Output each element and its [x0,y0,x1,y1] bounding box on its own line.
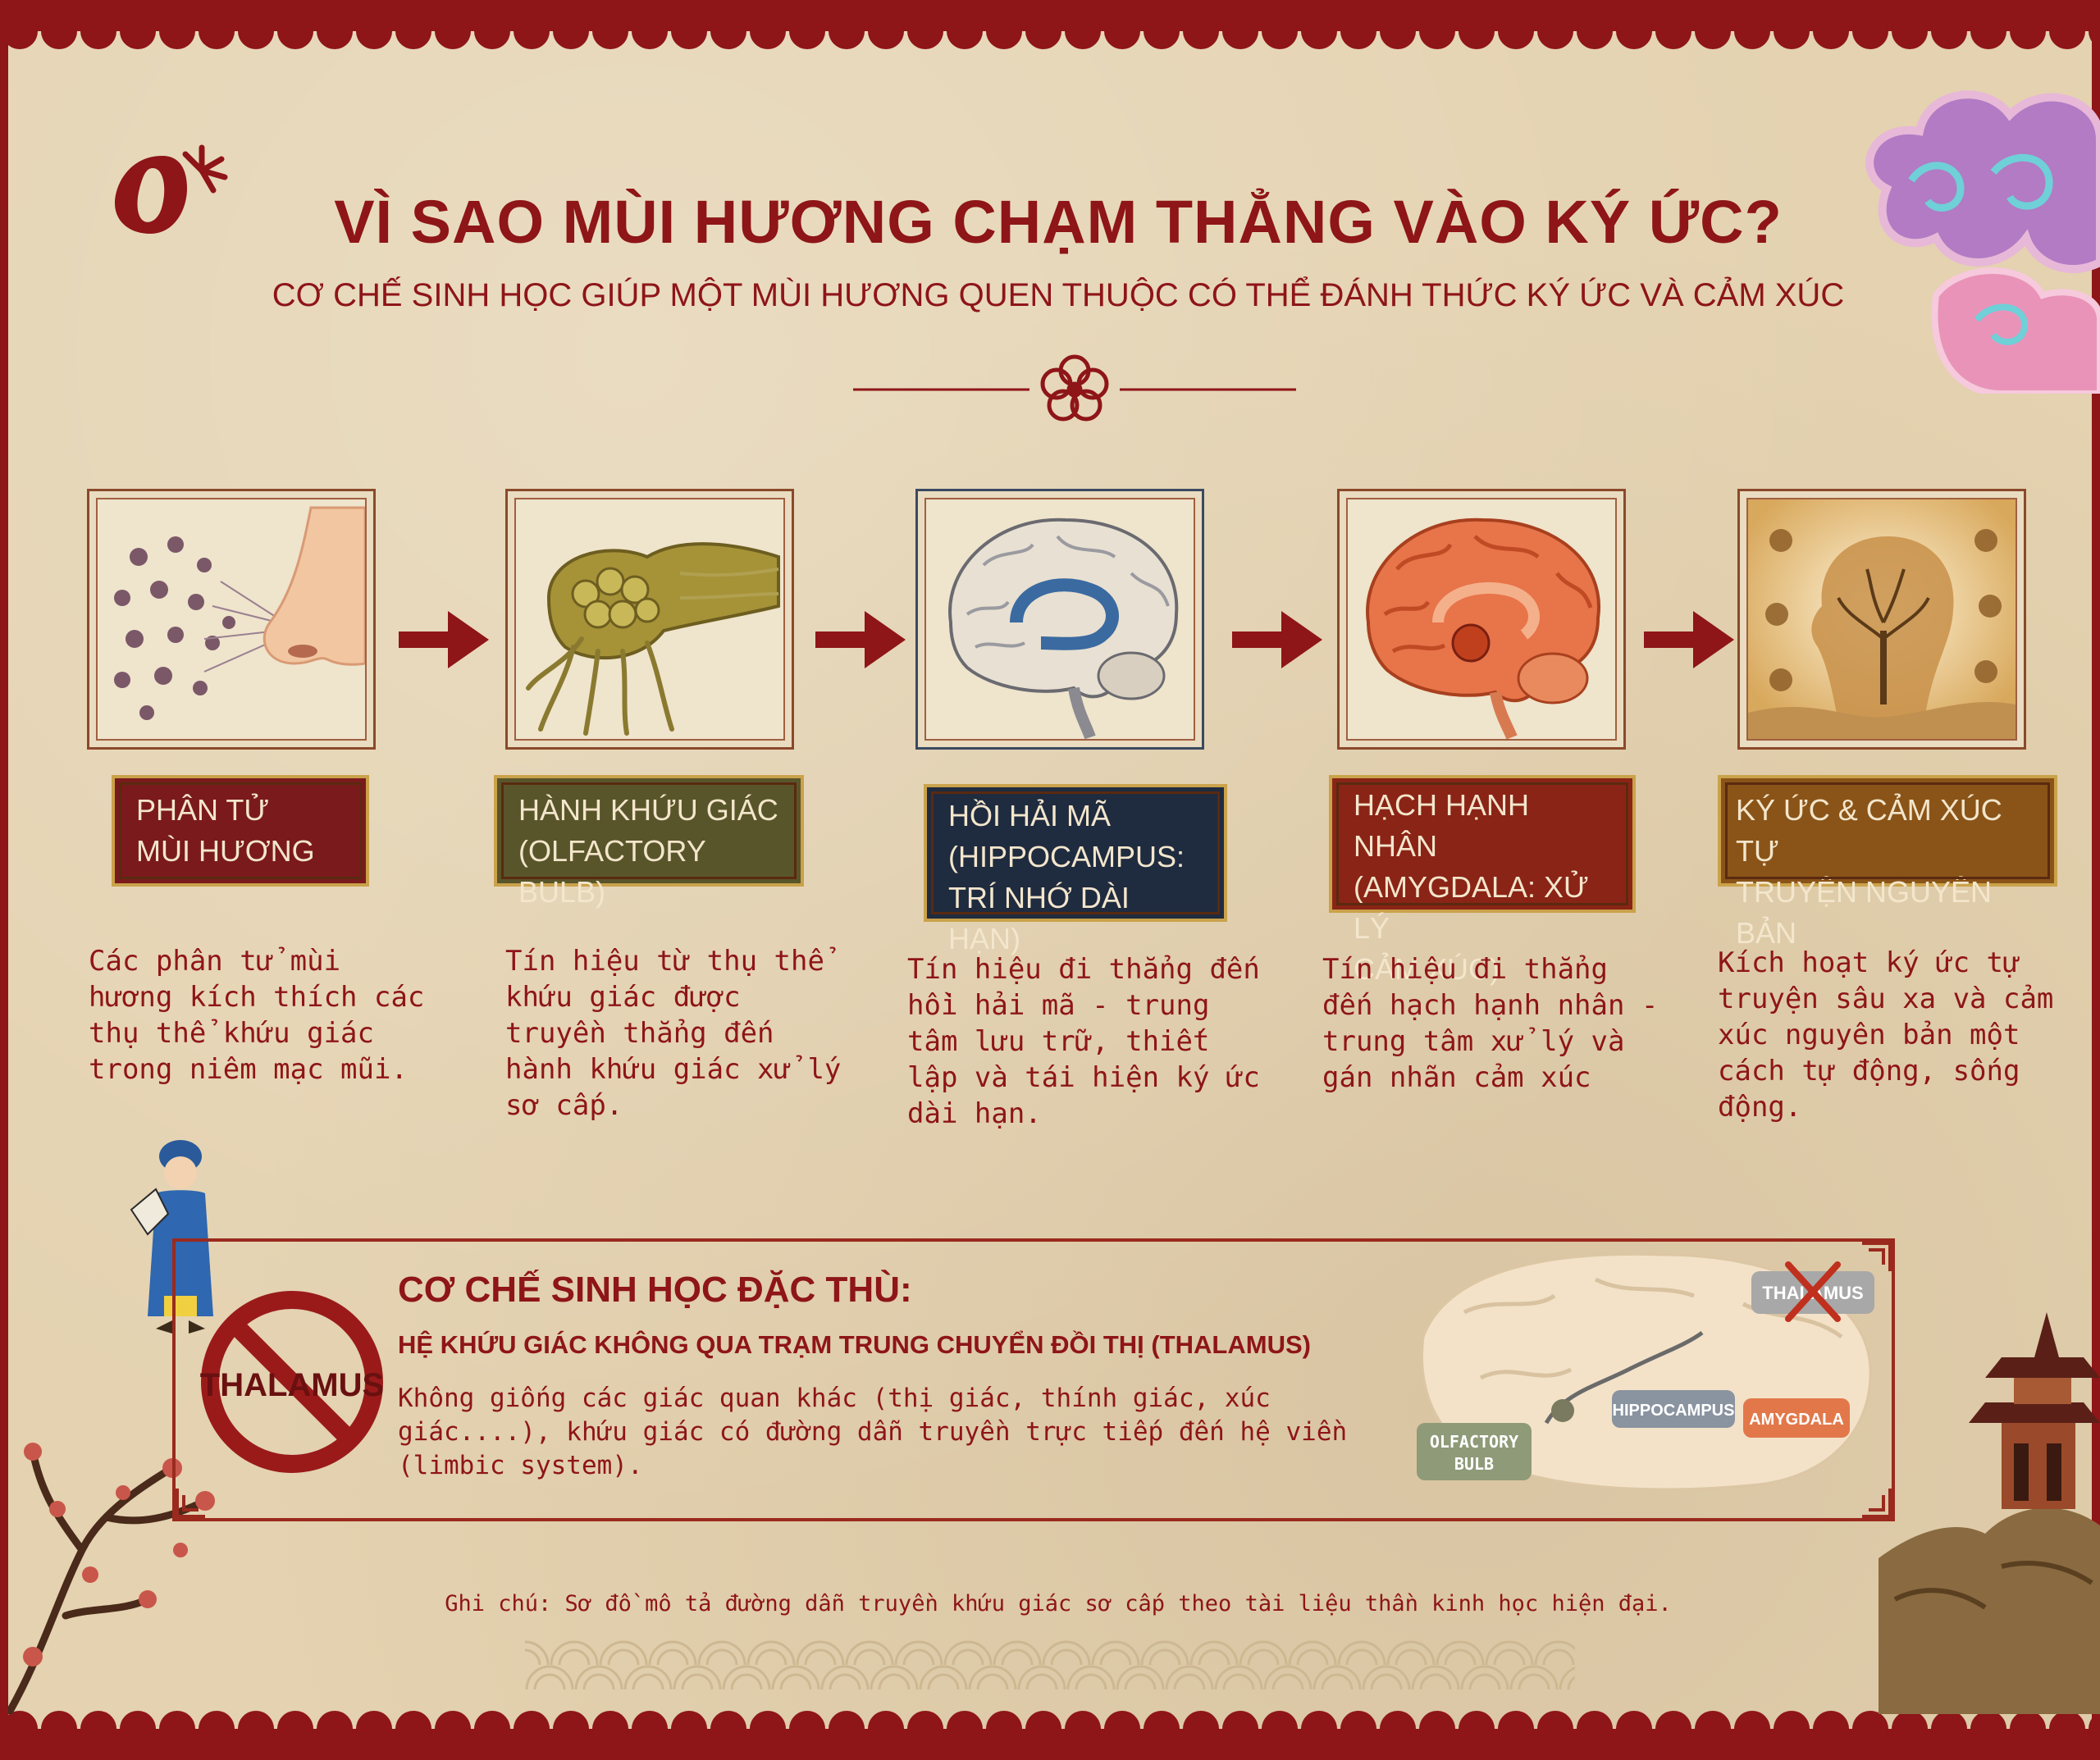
diagram-olfactory-label-line-1: OLFACTORY [1430,1432,1518,1452]
arrow-right-icon [1232,607,1322,673]
step-5-label-line-1: KÝ ỨC & CẢM XÚC TỰ [1736,793,2002,868]
step-2-label-line-1: HÀNH KHỨU GIÁC [518,793,778,827]
step-4-label-line-3: CẢM XÚC) [1354,952,1500,986]
arrow-right-icon [815,607,906,673]
page-title: VÌ SAO MÙI HƯƠNG CHẠM THẲNG VÀO KÝ ỨC? [334,188,1783,256]
flower-ornament-icon [853,354,1296,422]
step-2-label-line-2: (OLFACTORY BULB) [518,834,706,909]
step-5-image [1737,489,2026,750]
arrow-right-icon [399,607,489,673]
corner-ornament-icon [176,1489,205,1518]
logo-icon [115,144,228,234]
diagram-amygdala-label: AMYGDALA [1749,1411,1844,1429]
mechanism-box [172,1238,1895,1521]
top-border [0,0,2100,49]
footnote: Ghi chú: Sơ đồ mô tả đường dẫn truyền kh… [445,1591,1672,1616]
diagram-olfactory-label-line-2: BULB [1454,1454,1494,1474]
step-4-label-line-2: (AMYGDALA: XỬ LÝ [1354,870,1589,945]
scholar-figure-icon [130,1140,213,1334]
step-1-label-line-1: PHÂN TỬ [136,793,270,827]
step-1-label-line-2: MÙI HƯƠNG [136,834,315,868]
no-sign-label: THALAMUS [200,1367,384,1403]
page-subtitle: CƠ CHẾ SINH HỌC GIÚP MỘT MÙI HƯƠNG QUEN … [272,277,1845,313]
no-entry-icon: THALAMUS [200,1291,384,1473]
wave-pattern-decoration [525,1640,1575,1690]
memory-tree-head-icon [1748,499,2016,739]
cloud-decoration-icon [1865,90,2100,394]
step-2-label: HÀNH KHỨU GIÁC (OLFACTORY BULB) [494,775,804,909]
arrow-right-icon [1644,607,1734,673]
olfactory-bulb-icon [526,542,780,736]
step-2-description: Tín hiệu từ thụ thể khứu giác được truyề… [505,945,842,1122]
mechanism-subtitle: HỆ KHỨU GIÁC KHÔNG QUA TRẠM TRUNG CHUYỂN… [398,1330,1311,1359]
brain-amygdala-icon [1366,518,1601,739]
bottom-border [0,1711,2100,1760]
right-border [2092,0,2100,1760]
step-3-label-line-1: HỒI HẢI MÃ [948,799,1112,832]
corner-ornament-icon [1862,1489,1892,1518]
step-3-description: Tín hiệu đi thẳng đến hồi hải mã - trung… [907,953,1260,1130]
diagram-hippocampus-label: HIPPOCAMPUS [1613,1402,1735,1420]
mechanism-text: Không giống các giác quan khác (thị giác… [398,1384,1348,1480]
pagoda-decoration-icon [1879,1312,2100,1714]
step-5-label-line-2: TRUYỆN NGUYÊN BẢN [1736,875,1993,950]
step-3-label: HỒI HẢI MÃ (HIPPOCAMPUS: TRÍ NHỚ DÀI HẠN… [924,784,1227,955]
step-3-label-line-3: TRÍ NHỚ DÀI HẠN) [948,881,1130,955]
mechanism-title: CƠ CHẾ SINH HỌC ĐẶC THÙ: [398,1270,912,1310]
step-4-description: Tín hiệu đi thẳng đến hạch hạnh nhân - t… [1322,953,1659,1094]
left-border [0,0,8,1760]
cross-mark-icon [1785,1261,1841,1322]
step-5-description: Kích hoạt ký ức tự truyện sâu xa và cảm … [1718,946,2054,1124]
step-2-image [505,489,794,750]
step-3-label-line-2: (HIPPOCAMPUS: [948,840,1185,873]
brain-pathway-diagram: THALAMUS HIPPOCAMPUS AMYGDALA OLFACTORY … [1417,1252,1874,1491]
step-1-description: Các phân tử mùi hương kích thích các thụ… [89,945,425,1086]
step-4-image [1337,489,1626,750]
plum-blossom-decoration-icon [8,1443,215,1714]
brain-hippocampus-icon [948,518,1179,739]
step-4-label-line-1: HẠCH HẠNH NHÂN [1354,788,1530,863]
step-1-label: PHÂN TỬ MÙI HƯƠNG [112,775,369,887]
step-4-label: HẠCH HẠNH NHÂN (AMYGDALA: XỬ LÝ CẢM XÚC) [1329,775,1636,986]
corner-ornament-icon [1862,1242,1892,1271]
step-3-image [915,489,1204,750]
step-5-label: KÝ ỨC & CẢM XÚC TỰ TRUYỆN NGUYÊN BẢN [1718,775,2057,950]
nose-molecules-icon [114,506,365,720]
step-1-image [87,489,376,750]
